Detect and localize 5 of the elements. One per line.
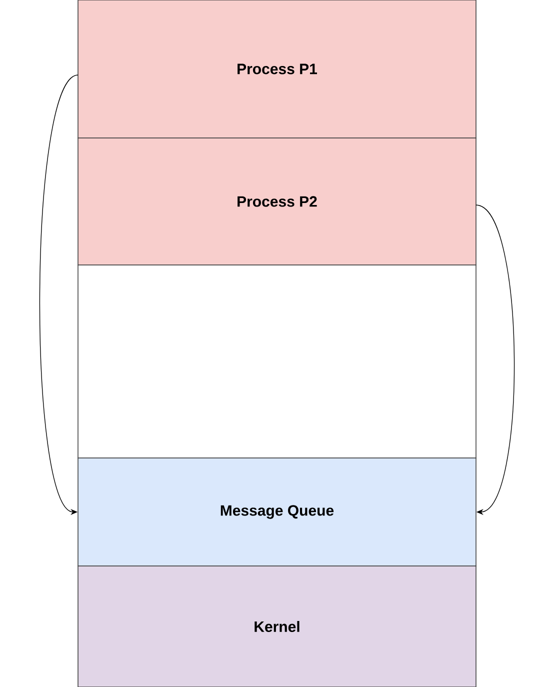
empty-box (78, 264, 476, 458)
process-box: Kernel (78, 566, 476, 687)
process-box: Process P1 (78, 0, 476, 138)
process-box: Message Queue (78, 458, 476, 566)
process-box: Process P2 (78, 138, 476, 266)
